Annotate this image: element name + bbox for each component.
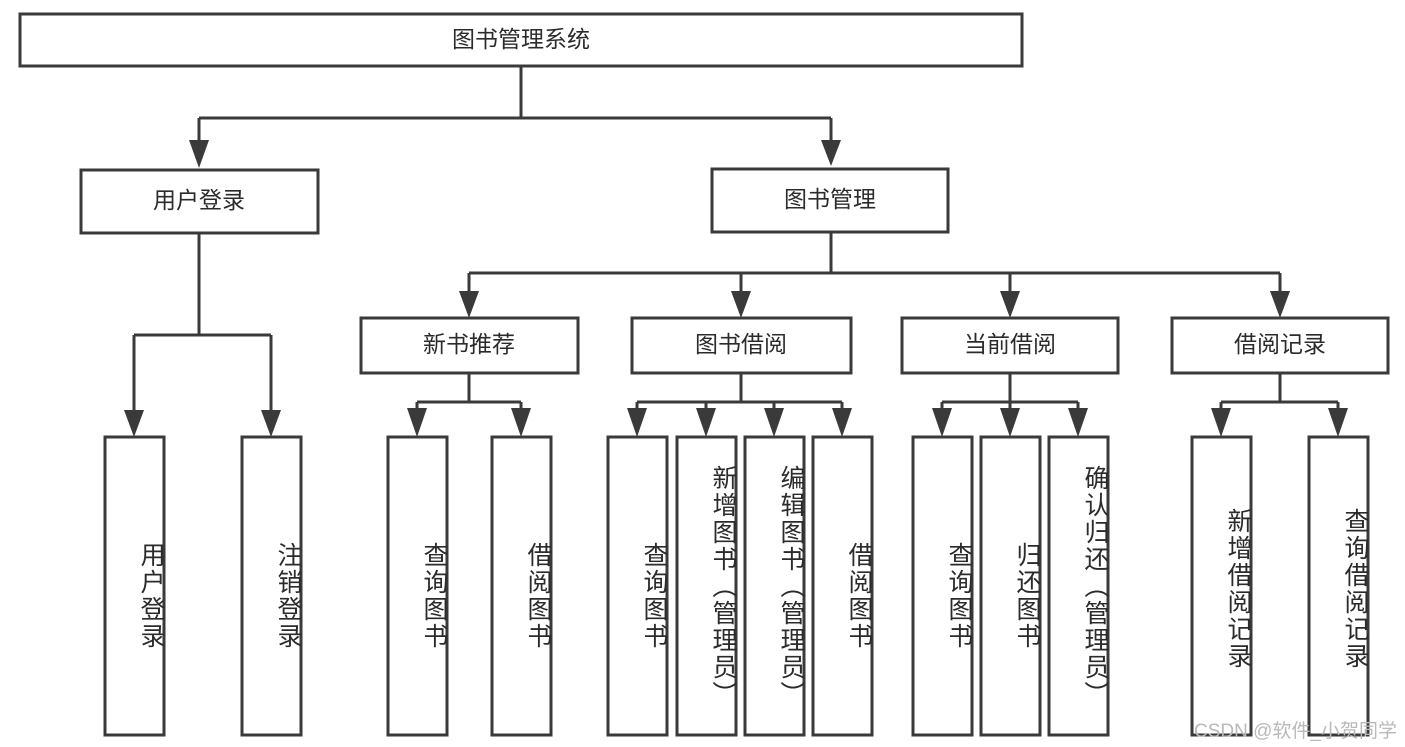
leaf-rect-borrow-book-1[interactable] — [490, 435, 553, 737]
arrowhead-newbook — [459, 291, 479, 318]
leaf-rect-return-book[interactable] — [979, 435, 1042, 737]
node-book-borrow-rect[interactable] — [630, 316, 853, 375]
arrowhead-borrow-l2 — [696, 408, 716, 437]
arrowhead-borrow-l3 — [764, 408, 784, 437]
node-current-borrow-label: 当前借阅 — [964, 331, 1056, 357]
arrowhead-current-l1 — [932, 408, 952, 437]
node-new-book-recommend[interactable]: 新书推荐 — [359, 316, 580, 375]
arrowhead-record-l2 — [1328, 408, 1348, 437]
arrowhead-login-leaf2 — [261, 410, 281, 437]
leaf-rect-add-record[interactable] — [1190, 435, 1253, 737]
arrowhead-login-leaf1 — [124, 410, 144, 437]
node-root-label: 图书管理系统 — [452, 26, 590, 52]
arrowhead-current — [1000, 291, 1020, 318]
node-book-management[interactable]: 图书管理 — [710, 167, 950, 234]
arrowhead-borrow-l1 — [627, 408, 647, 437]
node-book-borrow-label: 图书借阅 — [695, 331, 787, 357]
leaf-rect-edit-book[interactable] — [743, 435, 806, 737]
node-user-login-label: 用户登录 — [153, 187, 245, 213]
node-book-borrow[interactable]: 图书借阅 — [630, 316, 853, 375]
leaf-rect-query-book-2[interactable] — [606, 435, 669, 737]
leaf-rect-query-record[interactable] — [1307, 435, 1370, 737]
node-current-borrow-rect[interactable] — [900, 316, 1120, 375]
leaf-rect-user-login[interactable] — [103, 435, 166, 737]
arrowhead-current-l3 — [1068, 408, 1088, 437]
arrowhead-borrow — [731, 291, 751, 318]
node-borrow-record[interactable]: 借阅记录 — [1170, 316, 1390, 375]
arrowhead-to-login — [189, 140, 209, 168]
arrowhead-record — [1270, 291, 1290, 318]
node-new-book-recommend-label: 新书推荐 — [423, 331, 515, 357]
node-book-management-label: 图书管理 — [784, 186, 876, 212]
leaf-rect-add-book[interactable] — [675, 435, 738, 737]
arrowhead-to-bookmgmt — [821, 140, 841, 166]
arrowhead-newbook-l1 — [407, 408, 427, 437]
arrowhead-newbook-l2 — [511, 408, 531, 437]
node-book-management-rect[interactable] — [710, 167, 950, 234]
arrowhead-current-l2 — [1000, 408, 1020, 437]
arrowhead-record-l1 — [1211, 408, 1231, 437]
leaf-rect-query-book-1[interactable] — [386, 435, 449, 737]
node-root-rect[interactable] — [18, 12, 1024, 68]
node-root[interactable]: 图书管理系统 — [18, 12, 1024, 68]
leaf-rect-confirm-return[interactable] — [1047, 435, 1110, 737]
node-borrow-record-rect[interactable] — [1170, 316, 1390, 375]
node-user-login[interactable]: 用户登录 — [79, 168, 320, 235]
arrowhead-borrow-l4 — [832, 408, 852, 437]
node-current-borrow[interactable]: 当前借阅 — [900, 316, 1120, 375]
watermark-text: CSDN @软件_小贺同学 — [1194, 721, 1397, 742]
node-borrow-record-label: 借阅记录 — [1234, 331, 1326, 357]
leaf-rect-borrow-book-2[interactable] — [811, 435, 874, 737]
node-user-login-rect[interactable] — [79, 168, 320, 235]
connector-group — [124, 66, 1348, 437]
leaf-boxes — [103, 435, 1370, 737]
node-new-book-recommend-rect[interactable] — [359, 316, 580, 375]
leaf-rect-logout[interactable] — [240, 435, 303, 737]
leaf-rect-query-book-3[interactable] — [911, 435, 974, 737]
